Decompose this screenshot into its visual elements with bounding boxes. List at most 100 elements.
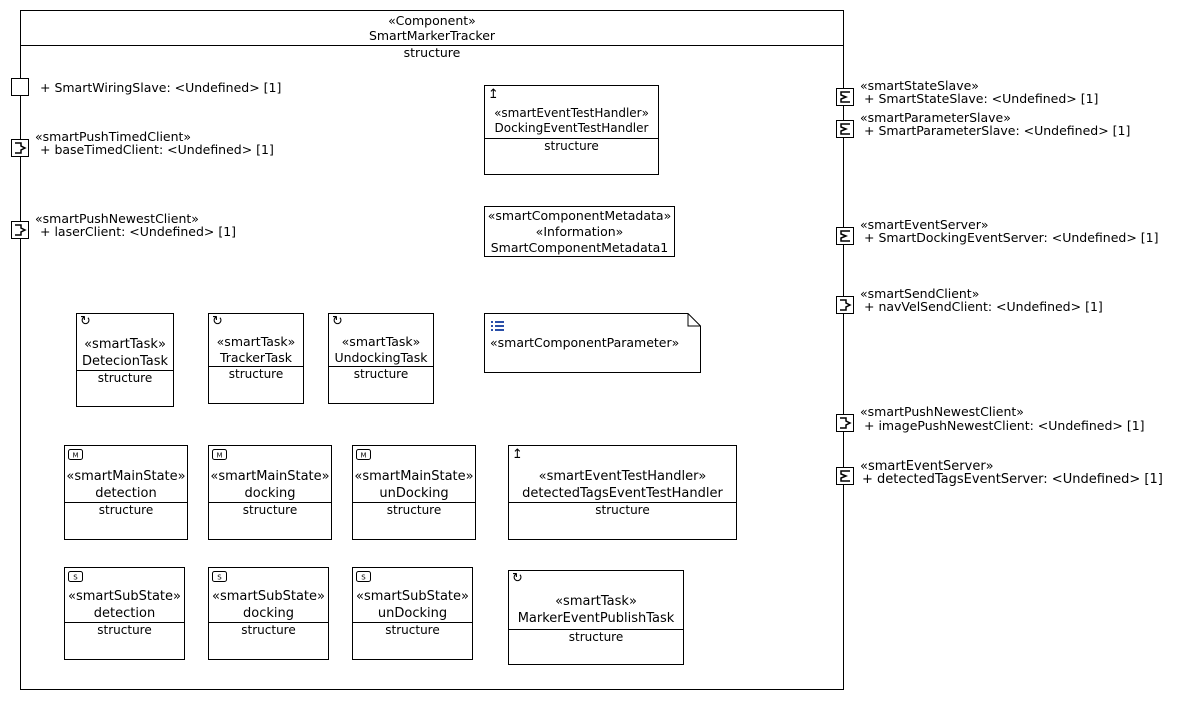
laser-client-port[interactable]	[11, 221, 29, 239]
sub-detection-stereotype: «smartSubState»	[68, 589, 181, 604]
docking-event-server-stereotype: «smartEventServer»	[860, 217, 989, 232]
parameter-slave-port[interactable]	[836, 120, 854, 138]
up-arrow-icon: ↥	[512, 447, 523, 462]
tracker-task-name: TrackerTask	[219, 350, 293, 365]
port-icon	[840, 470, 850, 482]
parameter-stereotype: «smartComponentParameter»	[490, 335, 680, 350]
sub-detection-name: detection	[93, 606, 156, 621]
main-docking-compartment: structure	[242, 503, 298, 517]
smart-component-parameter[interactable]: «smartComponentParameter»	[484, 313, 701, 373]
sub-docking-compartment: structure	[241, 623, 296, 637]
sub-docking-name: docking	[243, 606, 294, 621]
nav-vel-send-client-stereotype: «smartSendClient»	[860, 286, 980, 301]
main-state-docking[interactable]: M «smartMainState» docking structure	[208, 445, 332, 540]
laser-client-label: + laserClient: <Undefined> [1]	[40, 224, 237, 239]
port-icon	[840, 417, 852, 429]
wiring-slave-label: + SmartWiringSlave: <Undefined> [1]	[40, 80, 282, 95]
detection-task-name: DetecionTask	[81, 354, 169, 369]
docking-handler-compartment: structure	[544, 139, 599, 153]
base-timed-client-label: + baseTimedClient: <Undefined> [1]	[40, 142, 274, 157]
main-docking-name: docking	[244, 486, 296, 501]
metadata-stereotype: «smartComponentMetadata»	[487, 208, 672, 223]
svg-text:S: S	[73, 574, 78, 582]
main-docking-stereotype: «smartMainState»	[210, 469, 330, 484]
port-icon	[840, 123, 850, 135]
docking-event-test-handler[interactable]: ↥ «smartEventTestHandler» DockingEventTe…	[484, 85, 659, 175]
base-timed-client-stereotype: «smartPushTimedClient»	[35, 129, 192, 144]
main-state-icon: M	[356, 449, 371, 460]
component-frame[interactable]	[20, 10, 844, 690]
detection-task-stereotype: «smartTask»	[84, 337, 166, 352]
image-push-newest-client-port[interactable]	[836, 414, 854, 432]
sub-state-icon: S	[356, 571, 371, 582]
image-push-newest-client-label: + imagePushNewestClient: <Undefined> [1]	[864, 418, 1145, 433]
marker-task-stereotype: «smartTask»	[555, 594, 637, 609]
parameter-slave-stereotype: «smartParameterSlave»	[860, 110, 1011, 125]
detected-tags-event-test-handler[interactable]: ↥ «smartEventTestHandler» detectedTagsEv…	[508, 445, 737, 540]
svg-text:S: S	[217, 574, 222, 582]
state-slave-label: + SmartStateSlave: <Undefined> [1]	[864, 91, 1099, 106]
tracker-task-compartment: structure	[228, 367, 284, 381]
svg-text:M: M	[360, 452, 366, 460]
sub-state-docking[interactable]: S «smartSubState» docking structure	[208, 567, 329, 660]
main-state-undocking[interactable]: M «smartMainState» unDocking structure	[352, 445, 476, 540]
smart-component-metadata[interactable]: «smartComponentMetadata» «Information» S…	[484, 206, 675, 257]
main-undocking-compartment: structure	[386, 503, 442, 517]
image-push-newest-client-stereotype: «smartPushNewestClient»	[860, 404, 1024, 419]
sub-undocking-name: unDocking	[377, 606, 448, 621]
marker-task-name: MarkerEventPublishTask	[517, 611, 675, 626]
detected-tags-event-server-stereotype: «smartEventServer»	[860, 459, 994, 474]
loop-icon: ↻	[332, 314, 343, 329]
laser-client-stereotype: «smartPushNewestClient»	[35, 211, 199, 226]
port-icon	[840, 91, 850, 103]
main-state-detection[interactable]: M «smartMainState» detection structure	[64, 445, 188, 540]
list-icon	[491, 321, 504, 331]
main-detection-stereotype: «smartMainState»	[66, 469, 186, 484]
sub-undocking-compartment: structure	[385, 623, 440, 637]
docking-event-server-port[interactable]	[836, 227, 854, 245]
undocking-task-stereotype: «smartTask»	[341, 334, 421, 349]
metadata-name: SmartComponentMetadata1	[490, 240, 669, 255]
detection-task[interactable]: ↻ «smartTask» DetecionTask structure	[76, 313, 174, 407]
component-compartment: structure	[403, 45, 461, 60]
up-arrow-icon: ↥	[488, 87, 499, 102]
detected-tags-event-server-port[interactable]	[836, 467, 854, 485]
main-state-icon: M	[212, 449, 227, 460]
svg-text:M: M	[216, 452, 222, 460]
port-icon	[15, 224, 27, 236]
port-icon	[840, 299, 852, 311]
main-undocking-name: unDocking	[379, 486, 449, 501]
detection-task-compartment: structure	[97, 371, 153, 385]
main-detection-compartment: structure	[98, 503, 154, 517]
docking-handler-name: DockingEventTestHandler	[494, 121, 649, 135]
nav-vel-send-client-port[interactable]	[836, 296, 854, 314]
marker-task-compartment: structure	[568, 630, 624, 644]
main-undocking-stereotype: «smartMainState»	[354, 469, 474, 484]
sub-state-icon: S	[68, 571, 83, 582]
sub-state-detection[interactable]: S «smartSubState» detection structure	[64, 567, 185, 660]
loop-icon: ↻	[212, 314, 223, 329]
wiring-slave-port[interactable]	[11, 78, 29, 96]
component-name: SmartMarkerTracker	[368, 28, 496, 43]
svg-text:M: M	[72, 452, 78, 460]
component-stereotype: «Component»	[388, 13, 476, 28]
loop-icon: ↻	[512, 571, 523, 586]
undocking-task-name: UndockingTask	[334, 350, 428, 365]
parameter-slave-label: + SmartParameterSlave: <Undefined> [1]	[864, 123, 1131, 138]
undocking-task-compartment: structure	[353, 367, 409, 381]
sub-state-icon: S	[212, 571, 227, 582]
detected-handler-stereotype: «smartEventTestHandler»	[538, 469, 707, 484]
sub-detection-compartment: structure	[97, 623, 152, 637]
sub-state-undocking[interactable]: S «smartSubState» unDocking structure	[352, 567, 473, 660]
detected-handler-name: detectedTagsEventTestHandler	[522, 486, 723, 501]
base-timed-client-port[interactable]	[11, 139, 29, 157]
detected-handler-compartment: structure	[595, 503, 650, 517]
undocking-task[interactable]: ↻ «smartTask» UndockingTask structure	[328, 313, 434, 404]
main-state-icon: M	[68, 449, 83, 460]
docking-event-server-label: + SmartDockingEventServer: <Undefined> […	[864, 230, 1159, 245]
state-slave-port[interactable]	[836, 88, 854, 106]
detected-tags-event-server-label: + detectedTagsEventServer: <Undefined> […	[862, 472, 1163, 487]
marker-event-publish-task[interactable]: ↻ «smartTask» MarkerEventPublishTask str…	[508, 570, 684, 665]
tracker-task[interactable]: ↻ «smartTask» TrackerTask structure	[208, 313, 304, 404]
state-slave-stereotype: «smartStateSlave»	[860, 78, 979, 93]
